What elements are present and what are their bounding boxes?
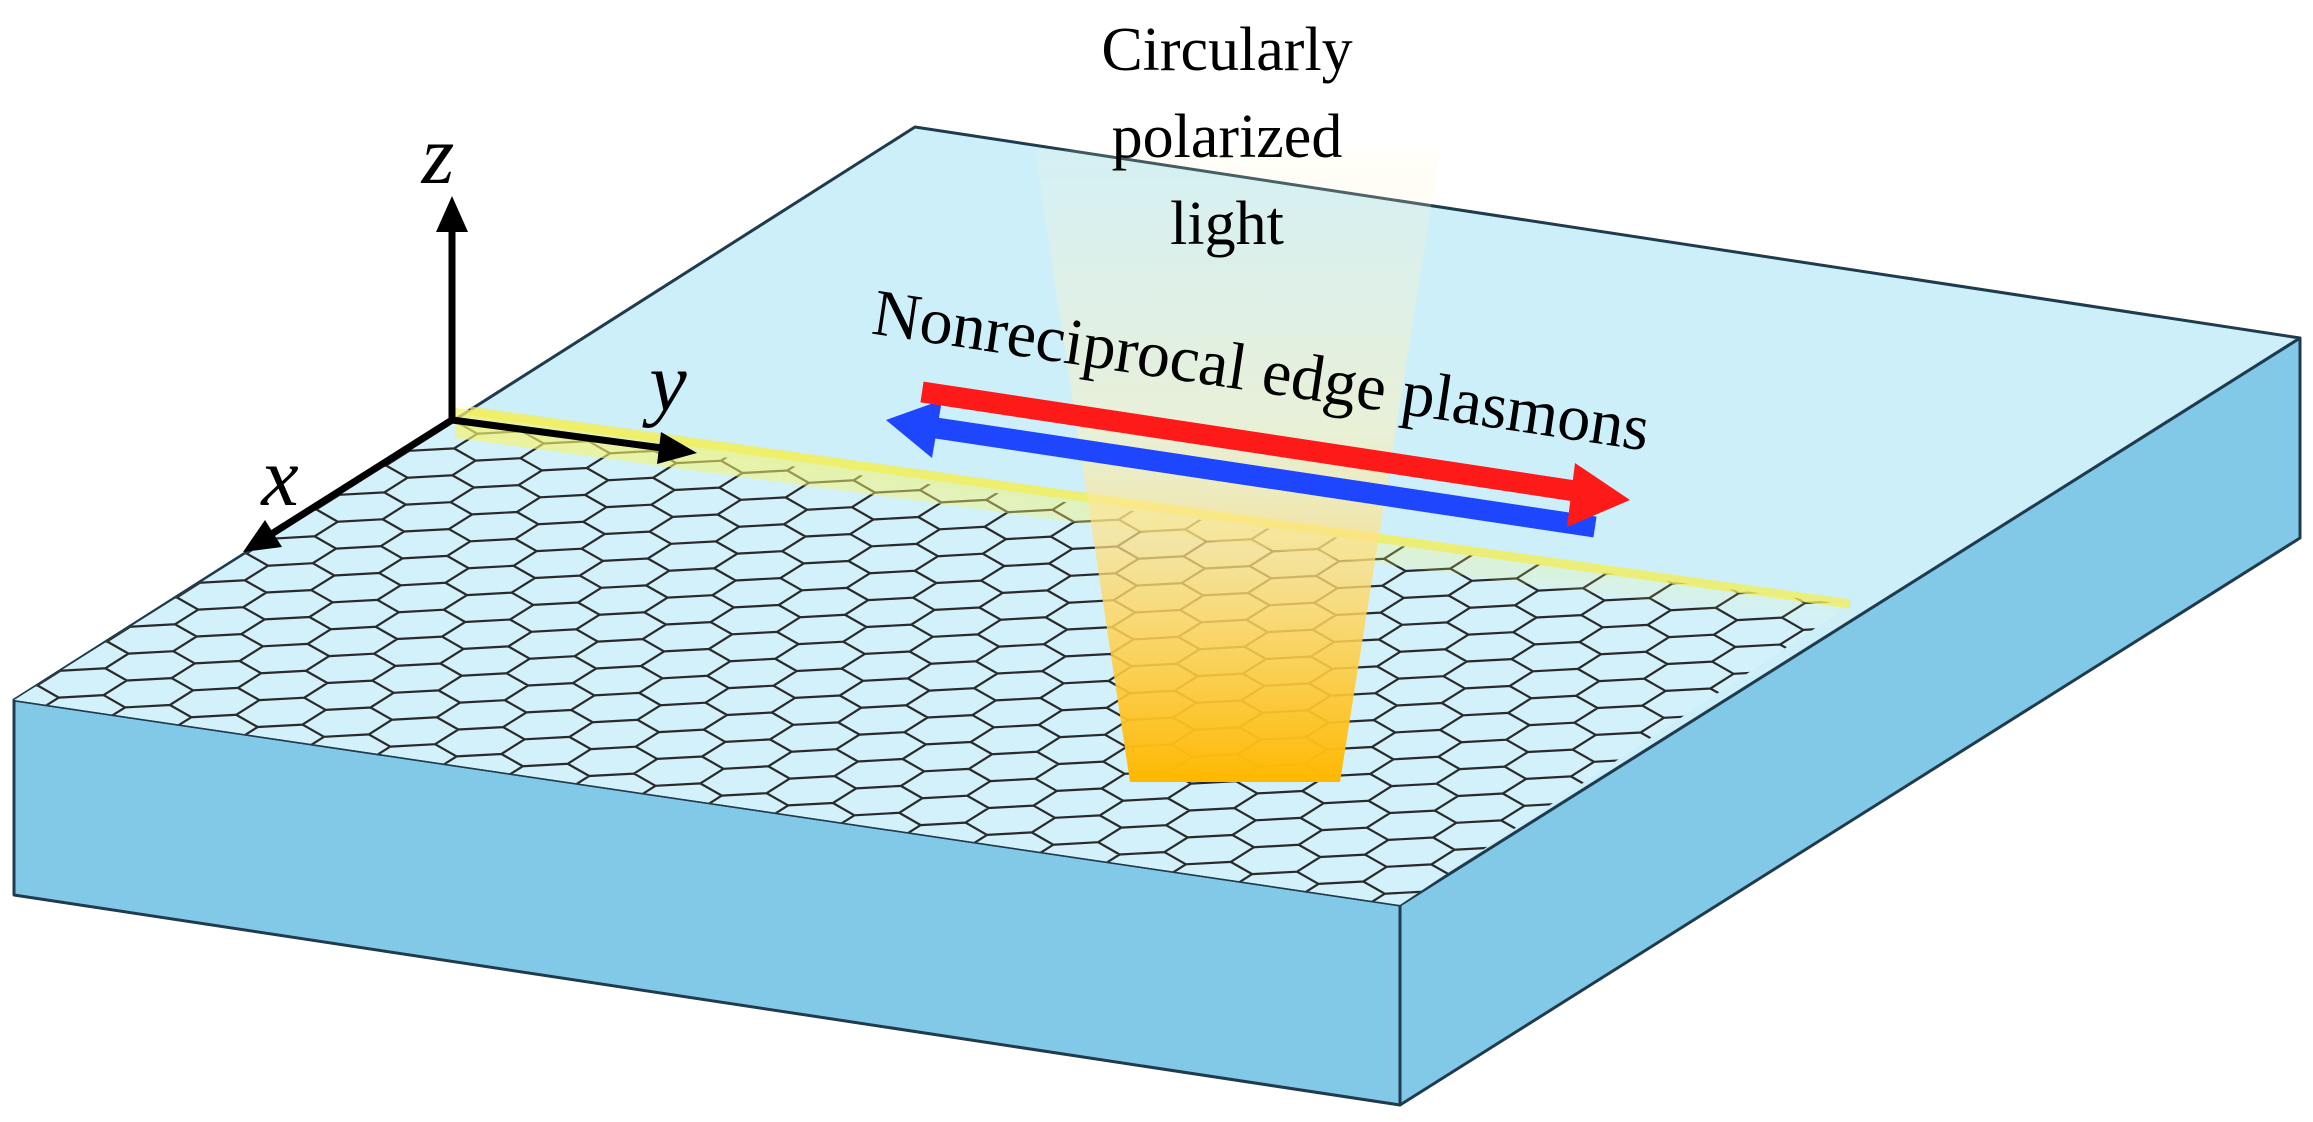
x-arrowhead-icon [243, 520, 282, 552]
light-label-line1: Circularly [1101, 16, 1352, 84]
coordinate-axes [243, 196, 697, 552]
z-arrowhead-icon [436, 196, 468, 232]
y-arrowhead-icon [657, 432, 697, 464]
x-axis-label: x [259, 431, 298, 524]
z-axis-label: z [421, 109, 455, 202]
y-axis-label: y [641, 336, 687, 429]
light-label-line2: polarized [1112, 103, 1343, 171]
forward-plasmon-arrow [920, 381, 1630, 527]
x-axis [260, 417, 454, 543]
light-label-line3: light [1170, 190, 1284, 258]
y-axis [451, 416, 671, 453]
backward-plasmon-arrow [886, 400, 1597, 538]
